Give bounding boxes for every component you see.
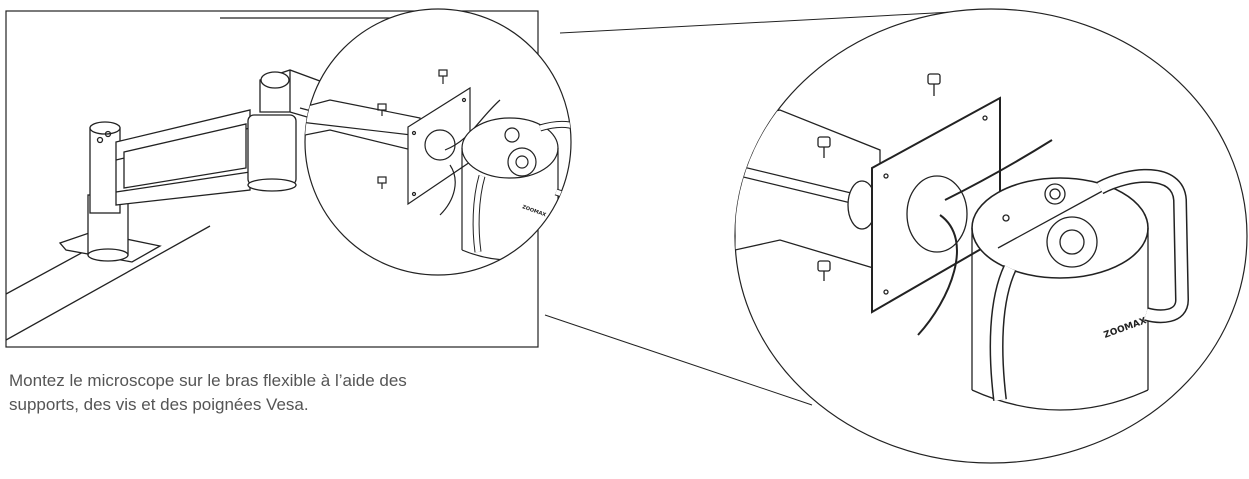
- magnifier-connector-lines: [544, 11, 954, 406]
- screw-icon: [817, 260, 831, 281]
- large-detail-circle: ZOOMAX: [734, 8, 1248, 464]
- caption-line-2: supports, des vis et des poignées Vesa.: [9, 395, 309, 414]
- caption-line-1: Montez le microscope sur le bras flexibl…: [9, 371, 407, 390]
- screw-icon: [927, 73, 941, 96]
- screw-icon: [377, 176, 387, 189]
- small-detail-circle: ZOOMAX: [304, 8, 572, 276]
- screw-icon: [377, 103, 387, 116]
- screw-icon: [438, 69, 448, 84]
- instruction-caption: Montez le microscope sur le bras flexibl…: [9, 369, 529, 417]
- screw-icon: [817, 136, 831, 158]
